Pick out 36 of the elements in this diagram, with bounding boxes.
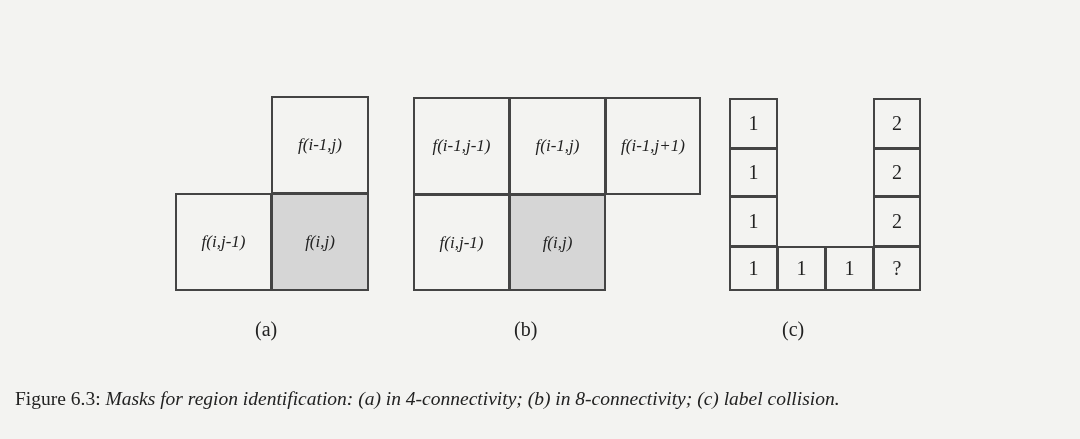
pixel-label: f(i,j-1) xyxy=(201,232,246,252)
pixel-label: f(i,j-1) xyxy=(439,232,484,253)
cell-label: 1 xyxy=(748,112,759,135)
mask-cell xyxy=(873,98,921,149)
cell-label: ? xyxy=(892,257,902,280)
mask-cell xyxy=(729,196,778,247)
cell-label: 1 xyxy=(748,210,759,233)
panel-label: (c) xyxy=(782,318,805,341)
mask-cell xyxy=(729,246,778,291)
shaded-mask-cell xyxy=(509,194,606,291)
cell-label: 1 xyxy=(748,257,759,280)
shaded-mask-cell xyxy=(271,193,369,291)
pixel-label: f(i-1,j) xyxy=(298,135,342,155)
cell-label: 1 xyxy=(796,257,807,280)
cell-label: 2 xyxy=(892,161,902,184)
mask-cell xyxy=(729,98,778,149)
pixel-label: f(i-1,j+1) xyxy=(621,136,685,156)
pixel-label: f(i-1,j-1) xyxy=(432,136,491,156)
mask-cell xyxy=(825,246,874,291)
mask-cell xyxy=(413,97,510,195)
cell-label: 2 xyxy=(892,112,902,135)
cell-label: 1 xyxy=(844,257,855,280)
mask-cell xyxy=(605,97,701,195)
mask-cell xyxy=(729,148,778,197)
mask-cell xyxy=(873,196,921,247)
pixel-label: f(i-1,j) xyxy=(535,136,580,156)
pixel-label: f(i,j) xyxy=(305,232,335,252)
pixel-label: f(i,j) xyxy=(542,232,573,253)
panel-label: (a) xyxy=(255,318,278,341)
mask-cell xyxy=(873,148,921,197)
cell-label: 1 xyxy=(748,161,759,184)
cell-label: 2 xyxy=(892,210,902,233)
panel-label: (b) xyxy=(514,318,538,341)
mask-cell xyxy=(873,246,921,291)
mask-cell xyxy=(777,246,826,291)
figure-caption: Figure 6.3: Masks for region identification: (a) in 4-connectivity; (b) in 8-connectivity; (c) label collision. xyxy=(15,387,841,411)
